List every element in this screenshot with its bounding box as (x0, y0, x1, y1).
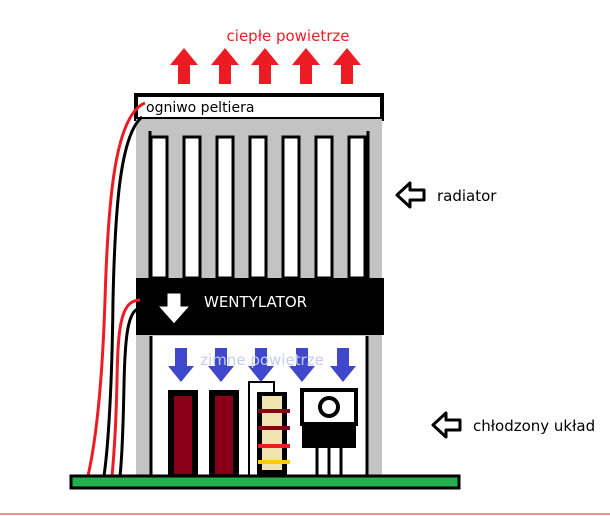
radiator-label: radiator (437, 187, 497, 205)
cooled-label: chłodzony układ (473, 417, 595, 435)
arrow-down-icon (208, 348, 234, 382)
radiator-base (136, 119, 382, 131)
arrow-down-icon (289, 348, 315, 382)
fan-label: WENTYLATOR (204, 293, 307, 311)
arrow-left-outline-icon (431, 411, 462, 439)
wire-black-peltier (102, 115, 144, 477)
arrow-down-icon (330, 348, 356, 382)
wire-black-fan (118, 306, 141, 477)
radiator-slots (149, 135, 367, 280)
arrow-up-icon (333, 48, 361, 84)
peltier-label: ogniwo peltiera (146, 100, 254, 116)
arrow-down-icon (168, 348, 194, 382)
arrow-up-icon (292, 48, 320, 84)
resistor-1 (168, 390, 198, 476)
arrow-up-icon (170, 48, 198, 84)
cooled-components (168, 381, 358, 477)
wire-red-fan (110, 298, 141, 477)
cold-air-label: zimne powietrze (200, 351, 324, 369)
arrow-up-icon (251, 48, 279, 84)
ceramic-resistor (248, 381, 290, 476)
peltier-wires (86, 101, 146, 477)
pcb-board (69, 474, 461, 490)
warm-air-label: ciepłe powietrze (227, 27, 350, 45)
warm-air-arrows (170, 48, 361, 84)
cold-air-arrows (168, 348, 356, 382)
transistor-to220 (300, 388, 358, 477)
cooled-pointer: chłodzony układ (431, 411, 595, 439)
arrow-up-icon (211, 48, 239, 84)
resistor-2 (209, 390, 239, 476)
radiator-pointer: radiator (395, 181, 497, 209)
arrow-down-outline-icon (156, 292, 192, 325)
arrow-left-outline-icon (395, 181, 426, 209)
arrow-down-icon (248, 348, 274, 382)
wire-red-peltier (86, 101, 146, 477)
